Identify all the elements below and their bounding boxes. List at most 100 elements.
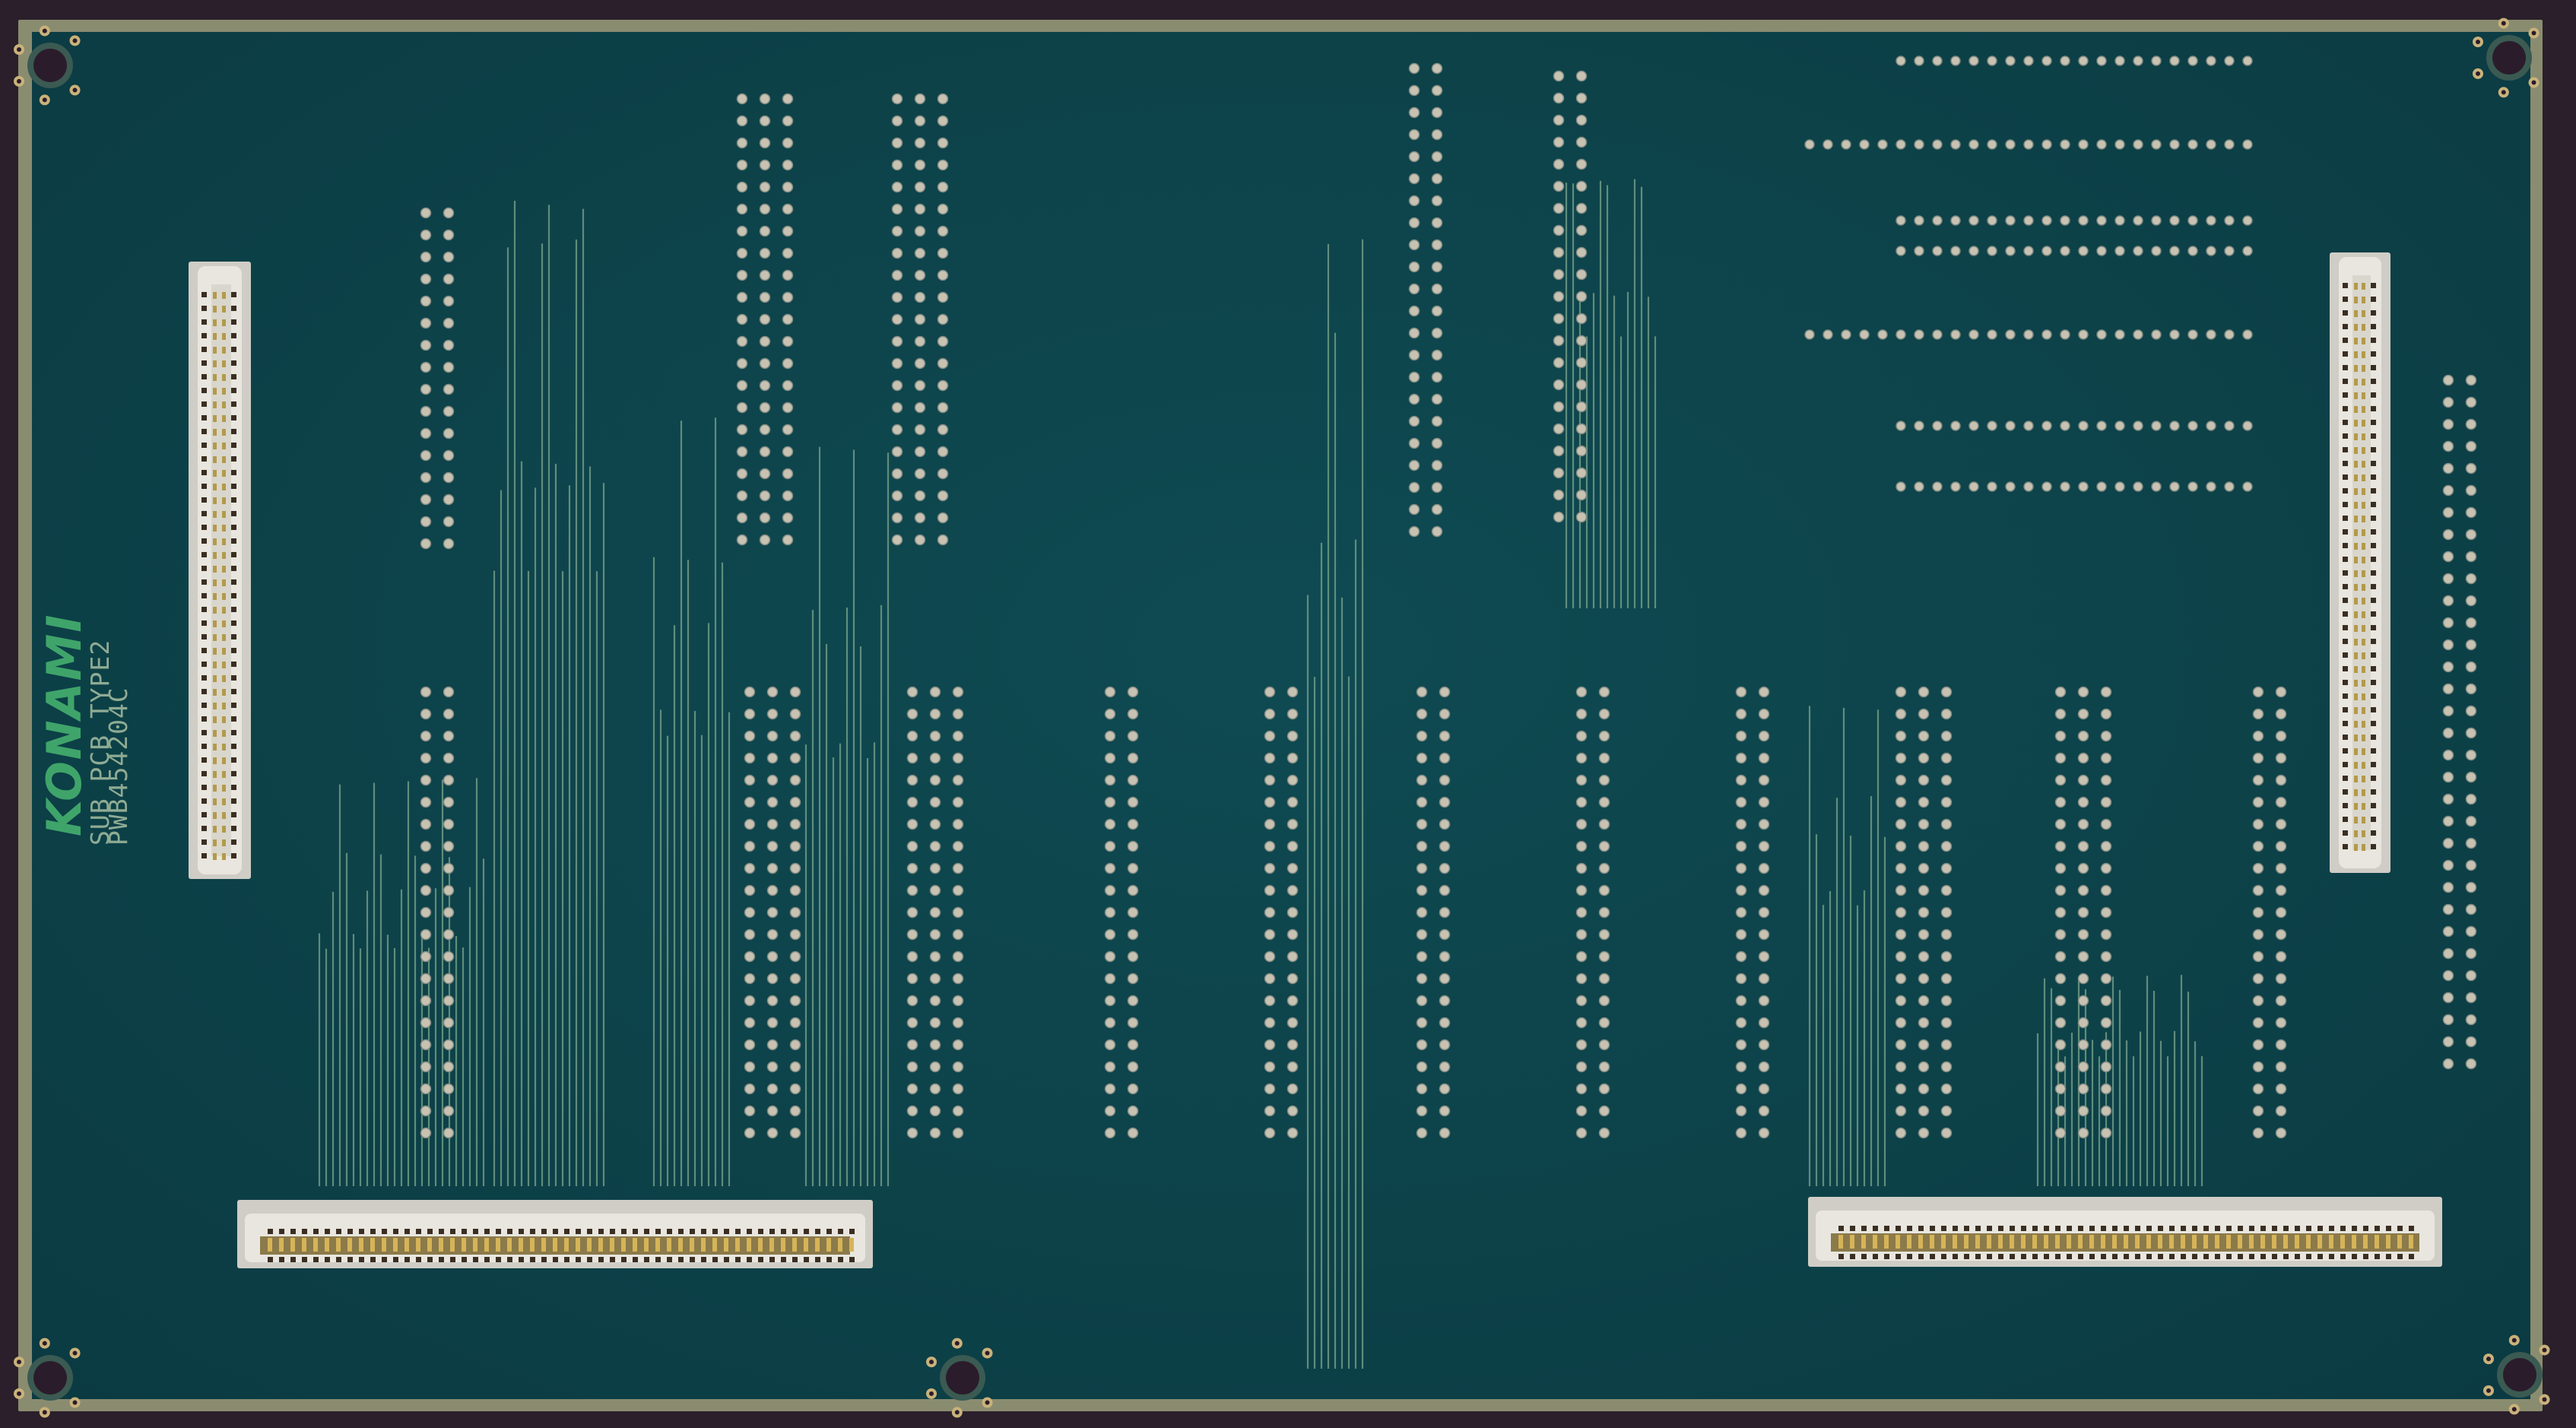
- solder-pad: [906, 1017, 918, 1029]
- solder-pad: [782, 247, 794, 259]
- solder-pad: [420, 708, 432, 720]
- solder-pad: [1286, 686, 1299, 698]
- solder-pad: [1932, 56, 1943, 66]
- solder-pad: [759, 181, 771, 193]
- connector-contact: [576, 1238, 580, 1252]
- connector-pin: [826, 1257, 832, 1262]
- solder-pad: [420, 1039, 432, 1051]
- connector-contact: [2362, 735, 2365, 741]
- connector-pin: [2352, 1254, 2357, 1259]
- connector-contact: [735, 1238, 740, 1252]
- solder-pad: [1575, 114, 1588, 126]
- solder-pad: [1914, 329, 1924, 340]
- solder-pad: [1575, 379, 1588, 391]
- connector-contact: [2354, 392, 2358, 399]
- solder-pad: [1286, 818, 1299, 830]
- solder-pad: [2114, 215, 2125, 226]
- connector-contact: [2226, 1235, 2231, 1249]
- connector-pin: [2158, 1226, 2163, 1231]
- solder-pad: [2023, 215, 2034, 226]
- solder-pad: [2151, 329, 2162, 340]
- connector-contact: [2354, 611, 2358, 618]
- solder-pad: [1127, 884, 1139, 896]
- connector-pin: [231, 812, 236, 817]
- solder-pad: [766, 1039, 779, 1051]
- solder-pad: [937, 225, 949, 237]
- solder-pad: [2114, 139, 2125, 150]
- solder-pad: [2077, 1039, 2089, 1051]
- solder-pad: [2442, 551, 2454, 563]
- solder-pad: [1932, 139, 1943, 150]
- solder-pad: [1439, 774, 1451, 786]
- connector-contact: [222, 292, 226, 299]
- solder-pad: [1575, 180, 1588, 192]
- connector-pin: [1998, 1226, 2003, 1231]
- solder-pad: [2077, 884, 2089, 896]
- connector-contact: [2354, 310, 2358, 317]
- solder-pad: [759, 335, 771, 347]
- connector-contact: [222, 771, 226, 778]
- solder-pad: [443, 1061, 455, 1073]
- solder-pad: [2100, 973, 2112, 985]
- solder-pad: [1408, 173, 1420, 185]
- solder-pad: [1758, 1127, 1770, 1139]
- solder-pad: [759, 203, 771, 215]
- connector-pin: [231, 415, 236, 420]
- solder-pad: [1104, 796, 1116, 808]
- solder-pad: [782, 379, 794, 392]
- connector-contact: [2362, 652, 2365, 659]
- solder-pad: [2224, 329, 2235, 340]
- solder-pad: [420, 884, 432, 896]
- via-hole: [929, 1360, 934, 1365]
- solder-pad: [2077, 1017, 2089, 1029]
- connector-pin: [1884, 1226, 1889, 1231]
- solder-pad: [2060, 215, 2070, 226]
- solder-pad: [1940, 862, 1953, 874]
- connector-contact: [213, 716, 217, 723]
- connector-pin: [2101, 1226, 2106, 1231]
- solder-pad: [1940, 774, 1953, 786]
- connector-pin: [1907, 1226, 1912, 1231]
- solder-pad: [766, 1127, 779, 1139]
- connector-contact: [213, 319, 217, 326]
- connector-pin: [758, 1229, 763, 1234]
- solder-pad: [782, 490, 794, 502]
- solder-pad: [2133, 139, 2143, 150]
- solder-pad: [736, 181, 748, 193]
- solder-pad: [1841, 139, 1851, 150]
- solder-pad: [736, 269, 748, 281]
- connector-pin: [201, 771, 207, 776]
- connector-pin: [496, 1229, 501, 1234]
- solder-pad: [937, 269, 949, 281]
- solder-pad: [1575, 489, 1588, 501]
- solder-pad: [1758, 928, 1770, 941]
- solder-pad: [906, 1039, 918, 1051]
- solder-pad: [1987, 329, 1997, 340]
- solder-pad: [2275, 973, 2287, 985]
- connector-contact: [2354, 379, 2358, 386]
- solder-pad: [952, 973, 964, 985]
- connector-pin: [2192, 1226, 2197, 1231]
- solder-pad: [1575, 268, 1588, 281]
- solder-pad: [420, 1083, 432, 1095]
- solder-pad: [2100, 796, 2112, 808]
- solder-pad: [766, 928, 779, 941]
- connector-pin: [2371, 543, 2376, 548]
- connector-contact: [2354, 721, 2358, 728]
- solder-pad: [443, 1083, 455, 1095]
- connector-pin: [462, 1229, 467, 1234]
- solder-pad: [782, 313, 794, 325]
- connector-contact: [758, 1238, 763, 1252]
- solder-pad: [891, 313, 903, 325]
- connector-contact: [849, 1238, 854, 1252]
- solder-pad: [2275, 995, 2287, 1007]
- connector-pin: [2340, 1226, 2346, 1231]
- connector-contact: [213, 620, 217, 627]
- solder-pad: [952, 1039, 964, 1051]
- solder-pad: [420, 973, 432, 985]
- connector-pin: [2371, 680, 2376, 685]
- solder-pad: [1932, 420, 1943, 431]
- solder-pad: [1877, 329, 1888, 340]
- solder-pad: [2465, 396, 2477, 408]
- solder-pad: [937, 446, 949, 458]
